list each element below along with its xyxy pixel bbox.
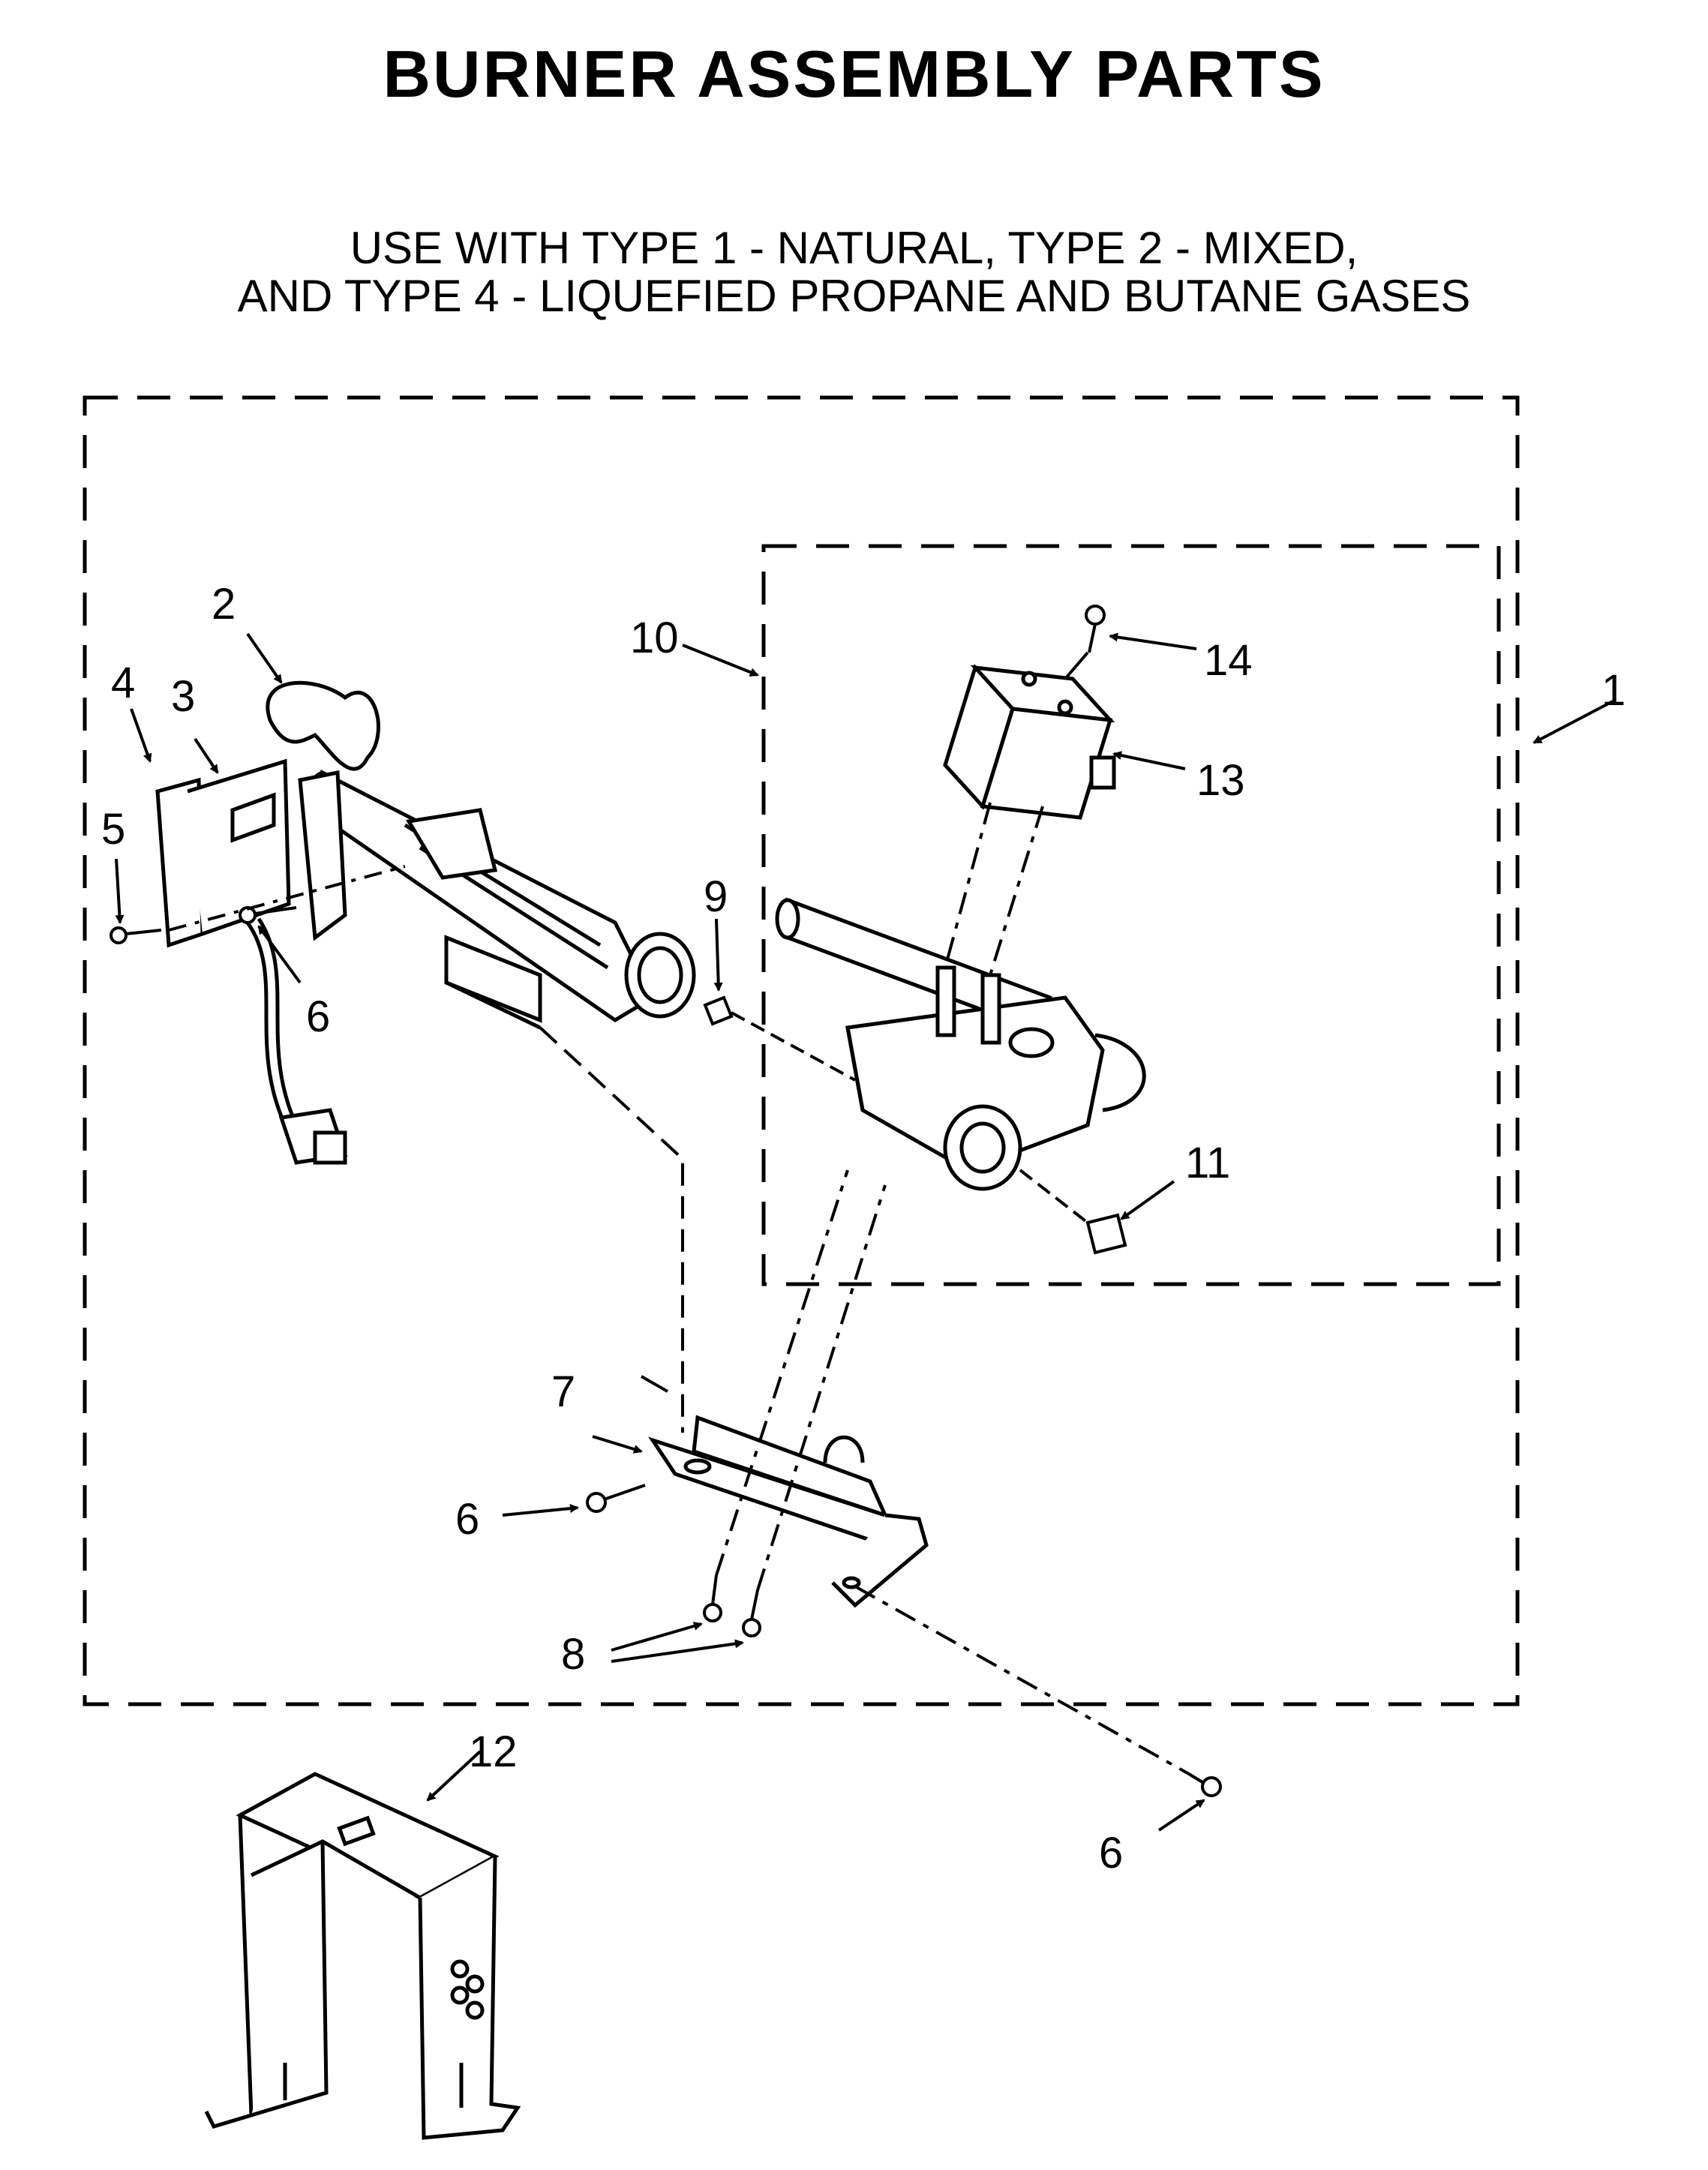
callout-9: 9 — [704, 872, 728, 921]
subtitle-line-2: AND TYPE 4 - LIQUEFIED PROPANE AND BUTAN… — [237, 271, 1471, 321]
sensor-11 — [1019, 1169, 1127, 1255]
valve-coil-part — [943, 664, 1116, 820]
burner-tube-part — [266, 680, 696, 1030]
screws-8 — [703, 1574, 761, 1637]
callouts — [115, 632, 1613, 1832]
callout-14: 14 — [1204, 636, 1253, 685]
burner-support-part — [204, 1772, 521, 2140]
igniter-bracket-part — [155, 758, 348, 1165]
callout-2: 2 — [212, 580, 236, 629]
callout-13: 13 — [1196, 756, 1245, 805]
callout-1: 1 — [1601, 666, 1625, 715]
screw-14-leader — [1064, 651, 1089, 680]
callout-11: 11 — [1185, 1139, 1230, 1187]
coil-leader-a — [944, 802, 992, 968]
screw-5 — [110, 926, 162, 944]
callout-6-right: 6 — [1099, 1829, 1123, 1877]
page-title: BURNER ASSEMBLY PARTS — [383, 37, 1325, 111]
subtitle-line-1: USE WITH TYPE 1 - NATURAL, TYPE 2 - MIXE… — [350, 223, 1358, 273]
bracket-screw-leader — [854, 1585, 1190, 1775]
orifice-9 — [703, 995, 856, 1082]
callout-7: 7 — [551, 1367, 575, 1416]
screw-14 — [1085, 605, 1106, 653]
callout-8: 8 — [561, 1630, 585, 1679]
valve-bracket-part — [647, 1415, 929, 1608]
callout-3: 3 — [171, 672, 195, 721]
tube-to-bracket-leader — [539, 1026, 684, 1433]
callout-12: 12 — [469, 1727, 518, 1776]
kit-boundary-inner — [761, 544, 1501, 1286]
gas-valve-part — [775, 897, 1146, 1191]
screw-6-left — [239, 906, 297, 924]
callout-5: 5 — [101, 805, 125, 854]
callout-10: 10 — [630, 614, 679, 662]
callout-6-left: 6 — [306, 992, 330, 1041]
screw-5-leader — [168, 865, 406, 932]
coil-leader-b — [989, 806, 1044, 976]
screw-6-right — [1187, 1772, 1222, 1797]
screw-6-middle — [586, 1484, 646, 1513]
callout-4: 4 — [111, 659, 135, 707]
callout-6-middle: 6 — [455, 1495, 479, 1544]
